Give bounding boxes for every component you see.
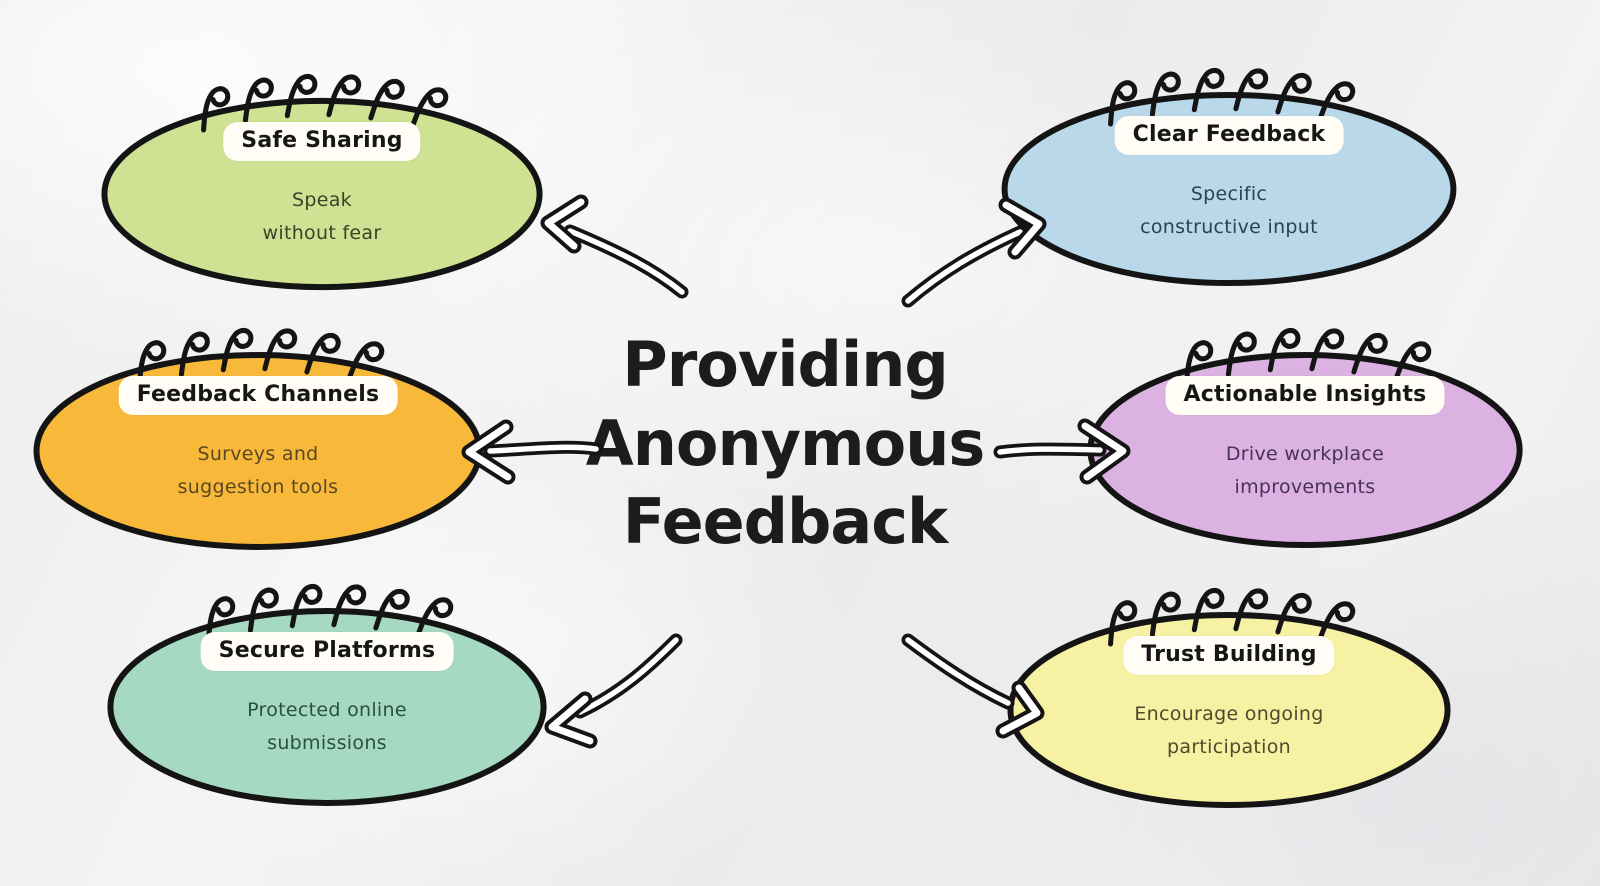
title-line: Providing (622, 328, 948, 401)
node-description: Encourage ongoing participation (1006, 698, 1452, 763)
spiral-loop-icon (1231, 584, 1271, 633)
node-description: Surveys and suggestion tools (32, 438, 484, 503)
spiral-binding-icon (201, 580, 454, 628)
node-label-pill: Secure Platforms (200, 632, 454, 671)
spiral-loop-icon (1272, 67, 1314, 118)
description-line: submissions (267, 731, 387, 754)
spiral-loop-icon (217, 324, 257, 373)
description-line: improvements (1234, 475, 1376, 498)
node-label-pill: Clear Feedback (1114, 116, 1344, 155)
spiral-loop-icon (365, 73, 407, 124)
spiral-loop-icon (286, 580, 326, 629)
node-description: Drive workplace improvements (1086, 438, 1524, 503)
spiral-loop-icon (1143, 67, 1185, 118)
node-label-pill: Feedback Channels (118, 376, 398, 415)
spiral-loop-icon (1307, 324, 1347, 373)
title-line: Feedback (622, 485, 949, 559)
node-clear-feedback: Clear Feedback Specific constructive inp… (1000, 90, 1458, 288)
spiral-loop-icon (301, 327, 343, 378)
spiral-loop-icon (329, 580, 369, 629)
node-secure-platforms: Secure Platforms Protected online submis… (106, 606, 548, 808)
spiral-loop-icon (1219, 327, 1261, 378)
description-line: Specific (1190, 183, 1268, 205)
node-label: Feedback Channels (136, 382, 380, 407)
node-description: Specific constructive input (1000, 178, 1458, 243)
description-line: Encourage ongoing (1134, 703, 1324, 725)
spiral-loop-icon (1272, 587, 1314, 638)
node-safe-sharing: Safe Sharing Speak without fear (100, 96, 544, 292)
node-label: Secure Platforms (218, 638, 436, 663)
spiral-loop-icon (1264, 324, 1304, 373)
node-description: Speak without fear (100, 184, 544, 249)
spiral-binding-icon (1179, 324, 1432, 372)
spiral-binding-icon (132, 324, 385, 372)
spiral-loop-icon (260, 324, 300, 373)
spiral-loop-icon (236, 73, 278, 124)
spiral-binding-icon (1103, 64, 1356, 112)
description-line: participation (1167, 735, 1291, 758)
description-line: constructive input (1140, 215, 1318, 238)
description-line: Protected online (247, 699, 407, 721)
description-line: Speak (292, 189, 352, 211)
spiral-loop-icon (1188, 584, 1228, 633)
spiral-loop-icon (1231, 64, 1271, 113)
spiral-loop-icon (172, 327, 214, 378)
node-feedback-channels: Feedback Channels Surveys and suggestion… (32, 350, 484, 552)
diagram-title: Providing Anonymous Feedback (555, 326, 1015, 562)
description-line: without fear (262, 221, 382, 244)
node-label: Trust Building (1141, 642, 1317, 667)
spiral-loop-icon (370, 583, 412, 634)
ellipse-shape (101, 97, 543, 291)
spiral-loop-icon (1188, 64, 1228, 113)
spiral-binding-icon (1103, 584, 1356, 632)
spiral-loop-icon (1143, 587, 1185, 638)
description-line: Surveys and (197, 443, 319, 465)
node-label: Clear Feedback (1132, 122, 1326, 147)
spiral-loop-icon (281, 70, 321, 119)
node-label: Safe Sharing (241, 128, 403, 153)
node-label-pill: Safe Sharing (223, 122, 421, 161)
node-label-pill: Trust Building (1123, 636, 1335, 675)
spiral-binding-icon (196, 70, 449, 118)
spiral-loop-icon (241, 583, 283, 634)
node-actionable-insights: Actionable Insights Drive workplace impr… (1086, 350, 1524, 550)
arrow-to-secure-platforms-icon (544, 633, 683, 749)
spiral-loop-icon (1348, 327, 1390, 378)
node-label: Actionable Insights (1183, 382, 1427, 407)
description-line: Drive workplace (1225, 443, 1385, 465)
description-line: suggestion tools (177, 475, 339, 498)
node-label-pill: Actionable Insights (1165, 376, 1445, 415)
spiral-loop-icon (324, 70, 364, 119)
node-trust-building: Trust Building Encourage ongoing partici… (1006, 610, 1452, 810)
node-description: Protected online submissions (106, 694, 548, 759)
arrow-to-safe-sharing-icon (540, 194, 689, 299)
title-line: Anonymous (585, 406, 986, 480)
